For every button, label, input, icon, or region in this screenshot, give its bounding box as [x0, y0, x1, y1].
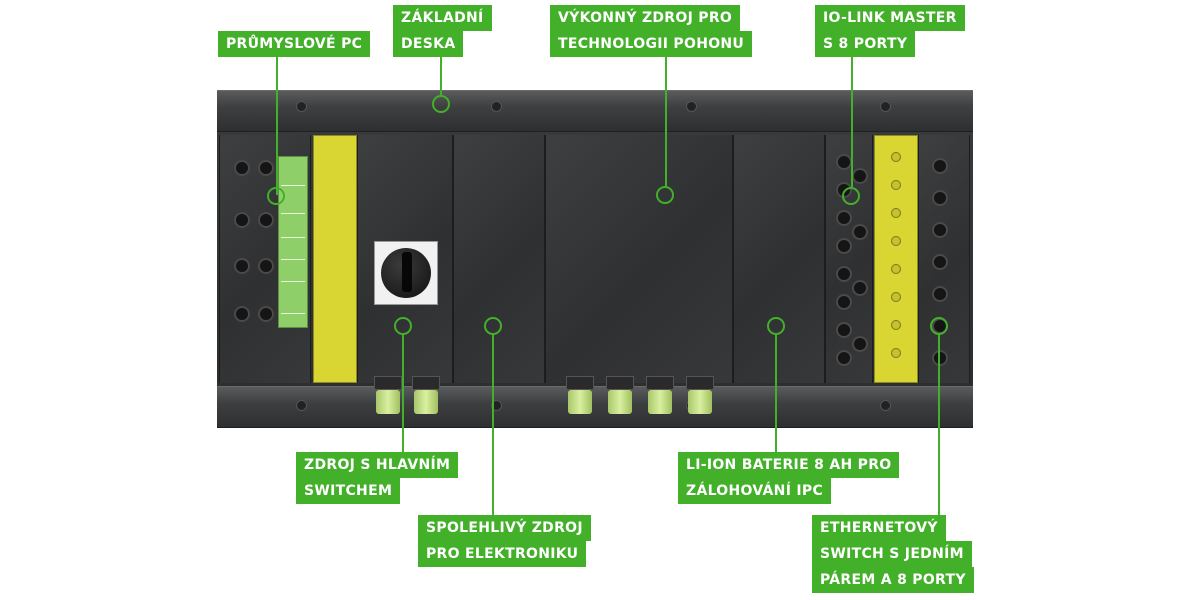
screw [491, 400, 502, 411]
pc-port [258, 258, 274, 274]
battery-module [733, 135, 825, 383]
label-io-link-line1: IO-LINK MASTER [815, 5, 965, 31]
io-link-port [891, 320, 901, 330]
pc-status-panel [278, 156, 308, 328]
pc-yellow-cover [313, 135, 357, 383]
io-port [852, 336, 868, 352]
io-port [836, 322, 852, 338]
io-port [852, 280, 868, 296]
screw [686, 101, 697, 112]
cable-gland [412, 376, 440, 390]
cable [608, 390, 632, 414]
label-io-link-line2: S 8 PORTY [815, 31, 916, 57]
screw [296, 400, 307, 411]
cable-gland [686, 376, 714, 390]
pc-port [258, 306, 274, 322]
ethernet-port [932, 158, 948, 174]
callout-ring-spolehlivy [484, 317, 502, 335]
label-vykonny-zdroj-line1: VÝKONNÝ ZDROJ PRO [550, 5, 741, 31]
callout-ring-ethernet [930, 317, 948, 335]
pc-port [258, 160, 274, 176]
cable-gland [646, 376, 674, 390]
cable [376, 390, 400, 414]
bottom-rail [217, 386, 973, 428]
io-link-port [891, 208, 901, 218]
cable-gland [566, 376, 594, 390]
screw [880, 400, 891, 411]
callout-ring-li-ion [767, 317, 785, 335]
callout-line-pc [276, 57, 278, 195]
label-zakladni-deska-line1: ZÁKLADNÍ [393, 5, 492, 31]
cable [568, 390, 592, 414]
io-link-port [891, 180, 901, 190]
callout-ring-zakladni [432, 95, 450, 113]
pc-port [234, 212, 250, 228]
label-li-ion-line2: ZÁLOHOVÁNÍ IPC [678, 478, 832, 504]
screw [296, 101, 307, 112]
cable [648, 390, 672, 414]
cable [414, 390, 438, 414]
pc-port [234, 258, 250, 274]
io-port [852, 168, 868, 184]
label-zakladni-deska-line2: DESKA [393, 31, 464, 57]
io-link-port [891, 152, 901, 162]
cable-gland [374, 376, 402, 390]
cable [688, 390, 712, 414]
cable-gland [606, 376, 634, 390]
io-link-port [891, 264, 901, 274]
ethernet-port [932, 222, 948, 238]
io-port [836, 238, 852, 254]
io-port [836, 266, 852, 282]
callout-line-li-ion [775, 335, 777, 453]
callout-line-vykonny [665, 57, 667, 187]
io-link-port [891, 236, 901, 246]
label-zdroj-switch-line1: ZDROJ S HLAVNÍM [296, 452, 459, 478]
io-port [836, 210, 852, 226]
label-ethernet-line1: ETHERNETOVÝ [812, 515, 946, 541]
io-link-port [891, 348, 901, 358]
ethernet-port [932, 350, 948, 366]
callout-line-zakladni [440, 57, 442, 97]
callout-ring-zdroj-switch [394, 317, 412, 335]
pc-port [234, 306, 250, 322]
io-port [836, 154, 852, 170]
callout-line-spolehlivy [492, 335, 494, 515]
label-prumyslove-pc: PRŮMYSLOVÉ PC [218, 31, 371, 57]
callout-line-io-link [851, 57, 853, 187]
label-li-ion-line1: LI-ION BATERIE 8 AH PRO [678, 452, 900, 478]
callout-line-zdroj-switch [402, 335, 404, 453]
label-ethernet-line3: PÁREM A 8 PORTY [812, 567, 974, 593]
ethernet-port [932, 254, 948, 270]
callout-ring-pc [267, 187, 285, 205]
callout-ring-io-link [842, 187, 860, 205]
top-rail [217, 90, 973, 132]
screw [491, 101, 502, 112]
pc-port [234, 160, 250, 176]
label-spolehlivy-line1: SPOLEHLIVÝ ZDROJ [418, 515, 591, 541]
ethernet-port [932, 190, 948, 206]
label-spolehlivy-line2: PRO ELEKTRONIKU [418, 541, 587, 567]
io-link-yellow-strip [874, 135, 918, 383]
electronics-power-module [453, 135, 545, 383]
pc-port [258, 212, 274, 228]
screw [880, 101, 891, 112]
callout-line-ethernet [938, 335, 940, 515]
io-link-port [891, 292, 901, 302]
io-port [852, 224, 868, 240]
callout-ring-vykonny [656, 186, 674, 204]
io-port [836, 294, 852, 310]
main-switch-handle [402, 252, 412, 292]
label-vykonny-zdroj-line2: TECHNOLOGII POHONU [550, 31, 753, 57]
label-ethernet-line2: SWITCH S JEDNÍM [812, 541, 972, 567]
io-port [836, 350, 852, 366]
ethernet-port [932, 286, 948, 302]
drive-power-module [545, 135, 733, 383]
label-zdroj-switch-line2: SWITCHEM [296, 478, 401, 504]
